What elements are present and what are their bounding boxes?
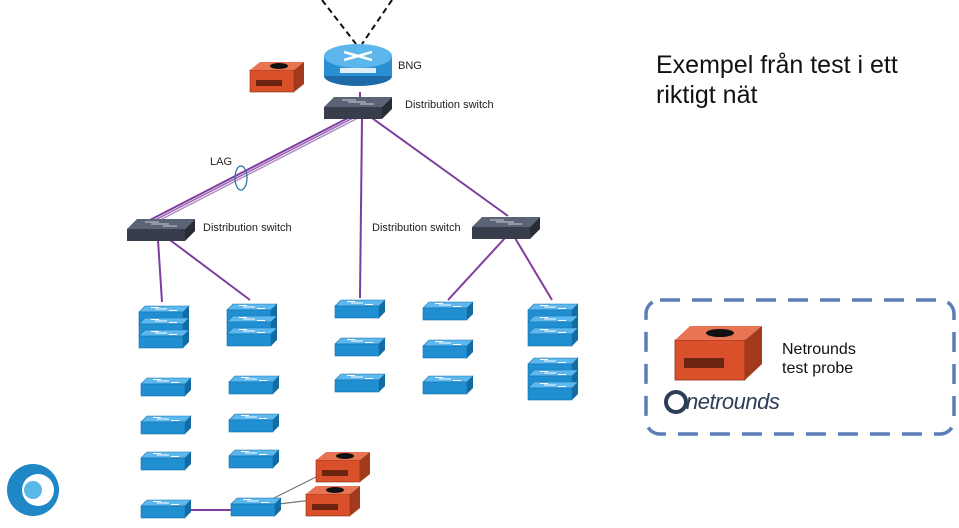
test-probe-bottom-1 — [315, 451, 371, 483]
distribution-switch-top — [323, 96, 393, 120]
distribution-switch-top-label: Distribution switch — [405, 99, 494, 111]
lag-ellipse — [234, 165, 248, 191]
netrounds-logo-text: netrounds — [686, 389, 780, 414]
bng-router — [324, 44, 392, 86]
legend-probe-icon — [674, 326, 762, 381]
slide-title-line-1: Exempel från test i ett — [656, 51, 898, 79]
legend-caption: Netrounds test probe — [782, 340, 932, 378]
bng-label: BNG — [398, 60, 422, 72]
internet-uplinks — [321, 0, 393, 45]
netrounds-logo-icon — [664, 390, 688, 414]
access-switch-column-3 — [334, 299, 386, 393]
distribution-switch-left-label: Distribution switch — [203, 222, 292, 234]
lag-label: LAG — [210, 156, 232, 168]
access-switch-column-5 — [527, 303, 579, 401]
distribution-switch-right — [471, 216, 541, 240]
slide-title-line-2: riktigt nät — [656, 81, 758, 109]
access-switch-column-2 — [226, 303, 282, 517]
corner-logo-icon — [7, 464, 59, 516]
legend-box — [644, 298, 956, 436]
legend-caption-line-1: Netrounds — [782, 341, 856, 358]
distribution-switch-mid-label: Distribution switch — [372, 222, 461, 234]
access-switch-column-4 — [422, 301, 474, 395]
test-probe-bng — [249, 61, 305, 93]
legend-caption-line-2: test probe — [782, 360, 854, 377]
slide-title: Exempel från test i ett riktigt nät — [656, 50, 946, 110]
access-switch-column-1 — [138, 305, 192, 519]
test-probe-bottom-2 — [305, 485, 361, 517]
distribution-switch-left — [126, 218, 196, 242]
